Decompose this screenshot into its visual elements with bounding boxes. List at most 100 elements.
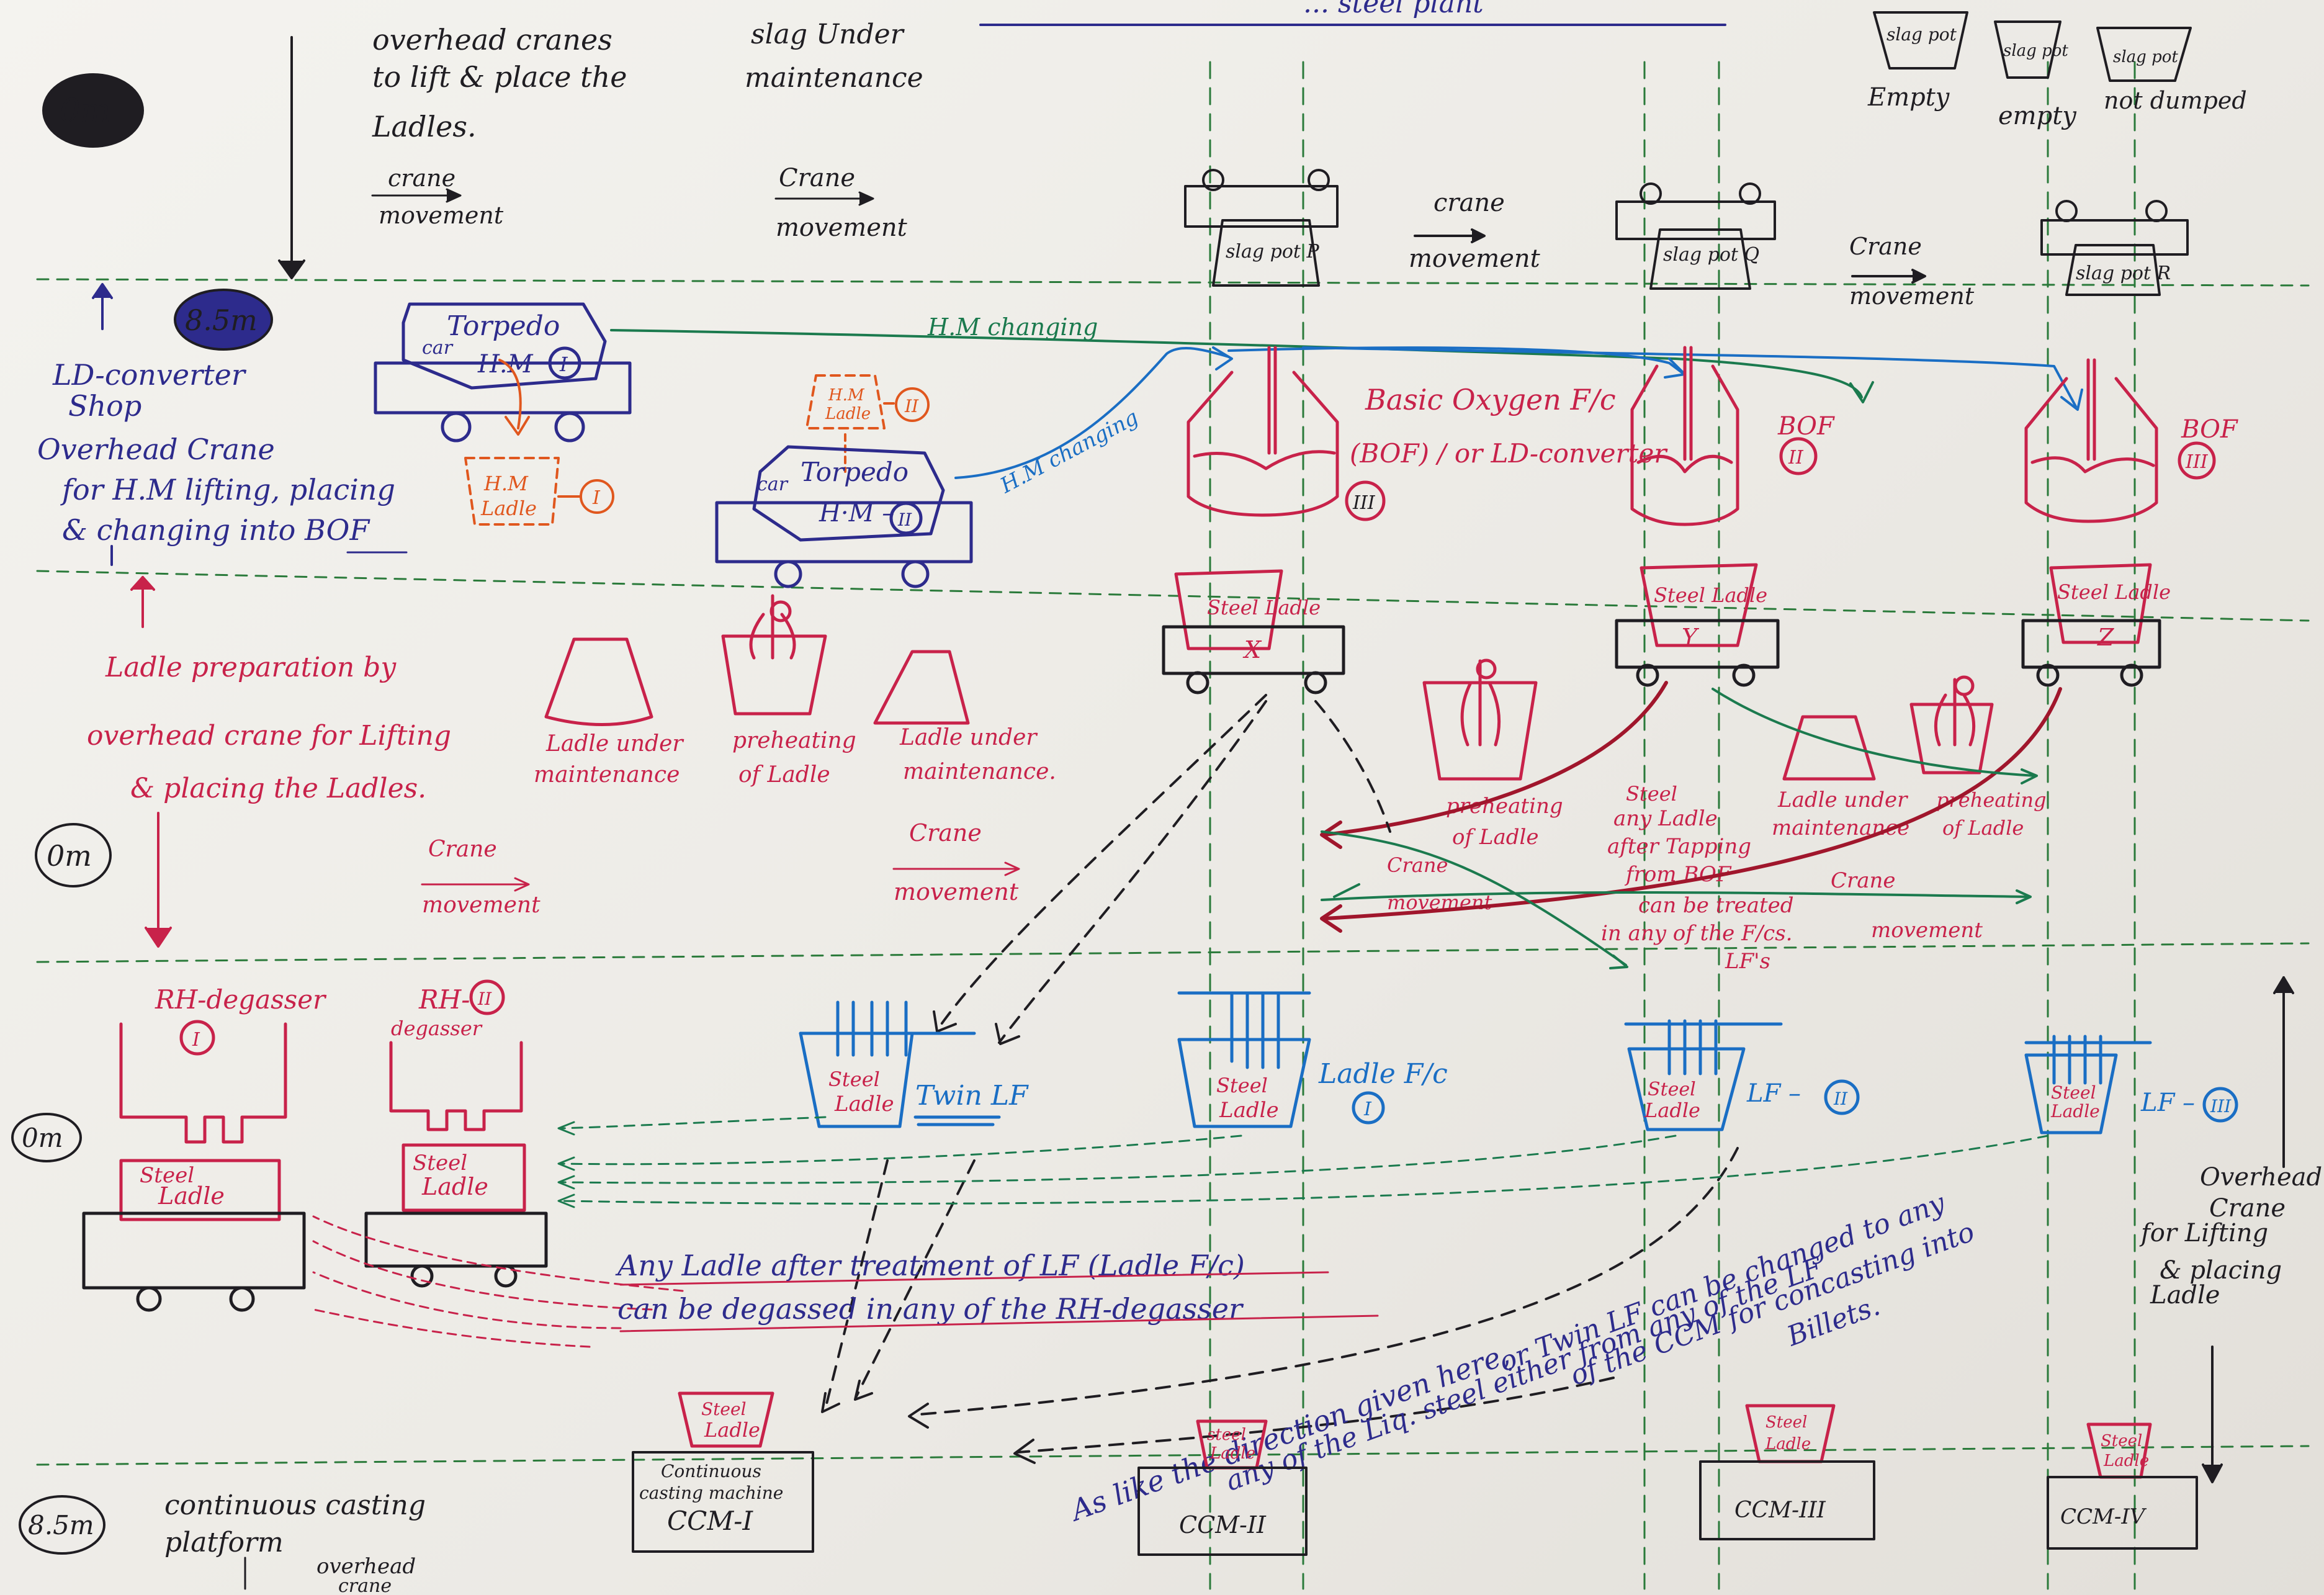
crane-movement-prep-a1: Crane (428, 837, 497, 862)
svg-text:Steel: Steel (701, 1399, 747, 1419)
svg-text:II: II (897, 510, 912, 530)
bof-2: BOF II (1630, 346, 1835, 526)
slag-pot-car-r: slag pot R (2040, 200, 2189, 296)
svg-text:maintenance.: maintenance. (903, 759, 1056, 784)
bof-3-num: III (2185, 451, 2209, 473)
svg-text:Ladle: Ladle (2103, 1452, 2149, 1470)
svg-text:steel: steel (1207, 1426, 1246, 1444)
ld-converter-shop-2: Shop (68, 389, 141, 423)
torpedo-car-2: Torpedo car H·M – II (715, 445, 973, 588)
svg-text:Y: Y (1682, 624, 1700, 651)
svg-text:RH-degasser: RH-degasser (155, 984, 327, 1015)
svg-text:of Ladle: of Ladle (1942, 816, 2024, 840)
bof-title-line-1: Basic Oxygen F/c (1365, 383, 1616, 416)
ladle-prep-line-1: Ladle preparation by (105, 652, 397, 683)
svg-text:Ladle: Ladle (158, 1182, 225, 1210)
hm-charging-label-1: H.M changing (927, 313, 1098, 341)
treated-note-1: can be treated (1638, 893, 1794, 918)
svg-text:Steel Ladle: Steel Ladle (1654, 583, 1767, 607)
twin-lf-label: Twin LF (915, 1080, 1029, 1112)
steel-ladle-cars-top: Steel Ladle X Steel Ladle Y Steel Ladle … (1162, 563, 2171, 694)
preheating-ladle-3 (1909, 675, 1994, 775)
preheating-ladle-2 (1422, 658, 1538, 781)
overhead-cranes-line-2: to lift & place the (372, 60, 627, 94)
slag-pot-state-2: empty (1998, 102, 2077, 130)
svg-text:Z: Z (2097, 624, 2114, 651)
svg-text:Ladle: Ladle (834, 1092, 894, 1116)
crane-right-4: & placing (2160, 1256, 2282, 1285)
svg-text:preheating: preheating (732, 728, 856, 753)
ladle-furnaces: Steel Ladle Twin LF Steel Ladle Ladle F/… (799, 991, 2238, 1134)
slag-pot-empty-1: slag pot Empty (1867, 11, 1968, 112)
rh-degasser-2: RH- II degasser Steel Ladle (364, 979, 548, 1288)
ladle-under-maintenance-3 (1782, 715, 1876, 781)
svg-text:slag pot P: slag pot P (1226, 241, 1319, 263)
crane-movement-prep-d1: Crane (1831, 868, 1896, 893)
crane-movement-2b: movement (776, 213, 908, 242)
svg-text:Torpedo: Torpedo (447, 310, 560, 342)
overhead-cranes-line-1: overhead cranes (372, 23, 612, 56)
level-top-0m: 0m (60, 92, 110, 130)
svg-text:I: I (592, 487, 601, 509)
crane-movement-2a: Crane (779, 164, 855, 192)
green-movement-arrows (1321, 688, 2038, 969)
bof-title: Basic Oxygen F/c (BOF) / or LD-converter (1350, 383, 1668, 469)
converter-shop-labels: 8.5m LD-converter Shop Overhead Crane fo… (37, 283, 408, 566)
svg-text:Ladle: Ladle (1765, 1435, 1811, 1453)
svg-text:Ladle under: Ladle under (1777, 788, 1908, 812)
svg-text:car: car (422, 337, 454, 359)
svg-text:degasser: degasser (391, 1017, 483, 1040)
lf-2-num: II (1833, 1089, 1848, 1109)
svg-text:H.M: H.M (828, 386, 865, 405)
casting-platform-1: continuous casting (164, 1489, 426, 1521)
slag-pot-empty-2: slag pot empty (1994, 20, 2077, 130)
torpedo-car-1: Torpedo car H.M I (374, 302, 632, 443)
svg-text:Steel Ladle: Steel Ladle (2057, 580, 2171, 604)
lf-1-num: I (1363, 1099, 1372, 1120)
crane-right-3: for Lifting (2139, 1219, 2268, 1247)
ladle-preparation-right: preheating of Ladle Steel any Ladle afte… (1387, 658, 2047, 974)
svg-text:Steel: Steel (140, 1163, 194, 1188)
ladle-prep-line-3: & placing the Ladles. (130, 773, 426, 804)
bof-3: BOF III (2024, 358, 2238, 523)
ccm-1: Steel Ladle Continuous casting machine C… (632, 1391, 814, 1553)
svg-text:slag pot: slag pot (1887, 24, 1957, 45)
overhead-crane-right: Overhead Crane for Lifting & placing Lad… (2139, 976, 2322, 1483)
svg-text:Ladle: Ladle (1209, 1444, 1255, 1463)
direction-note-line-1: As like the direction given here, (1064, 1337, 1514, 1528)
svg-text:any Ladle: any Ladle (1613, 806, 1718, 831)
header: ... steel plant (979, 0, 1726, 26)
svg-text:car: car (757, 474, 789, 495)
crane-movement-slag-b2: movement (1849, 282, 1975, 310)
level-treatment-0m: 0m (22, 1123, 63, 1153)
ccm-3-name: CCM-III (1734, 1498, 1826, 1523)
slag-pot-state-1: Empty (1867, 83, 1950, 112)
level-prep-0m: 0m (47, 839, 92, 873)
svg-text:slag pot Q: slag pot Q (1663, 244, 1759, 266)
direction-note-line-3: or Twin LF can be changed to any (1495, 1187, 1950, 1378)
svg-text:Ladle: Ladle (421, 1173, 488, 1200)
svg-text:H.M: H.M (483, 472, 529, 495)
crane-movement-slag-a1: crane (1433, 189, 1505, 217)
hm-charging-label-2: H.M changing (996, 405, 1142, 498)
level-converter-8-5m: 8.5m (185, 303, 258, 337)
svg-text:Steel: Steel (2101, 1432, 2142, 1450)
casting-platform-2: platform (164, 1527, 284, 1558)
steel-ladle-car-y: Steel Ladle Y (1615, 563, 1780, 687)
svg-text:Steel: Steel (828, 1067, 880, 1091)
bof-3-label: BOF (2181, 415, 2238, 444)
crane-movement-prep-b1: Crane (909, 819, 982, 847)
crane-movement-slag-a2: movement (1409, 245, 1541, 273)
ccm-2-name: CCM-II (1179, 1511, 1267, 1539)
svg-text:Steel: Steel (1648, 1079, 1696, 1100)
svg-text:Steel: Steel (1765, 1413, 1807, 1432)
overhead-cranes-line-3: Ladles. (372, 110, 477, 143)
ladle-preparation-middle: Ladle under maintenance preheating of La… (421, 594, 1056, 918)
svg-text:casting machine: casting machine (639, 1483, 783, 1503)
slag-pot-car-p: slag pot P (1184, 169, 1339, 287)
svg-text:Steel: Steel (413, 1151, 467, 1175)
crane-movement-prep-d2: movement (1871, 918, 1983, 943)
svg-text:of Ladle: of Ladle (738, 762, 830, 788)
column-lines (1209, 61, 2136, 1590)
dashed-flow-arrows (824, 694, 1739, 1453)
